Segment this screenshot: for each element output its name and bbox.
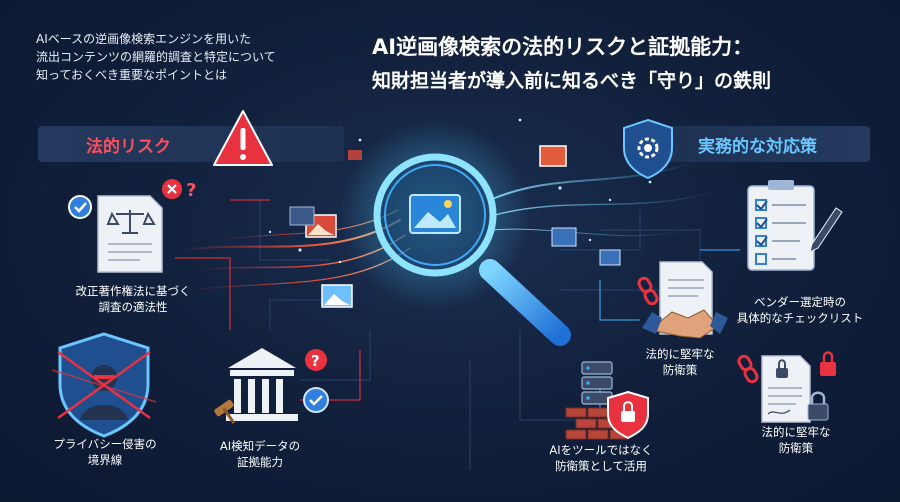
risk-item-evidence: AI検知データの 証拠能力 [200,438,320,470]
action-item-defense-2-line-1: 法的に堅牢な [761,425,831,439]
action-item-defense-2: 法的に堅牢な 防衛策 [736,424,856,456]
risk-item-privacy: プライバシー侵害の 境界線 [40,436,170,468]
action-item-ai-defense-line-1: AIをツールではなく [549,443,653,457]
risk-banner-label: 法的リスク [86,136,171,157]
action-item-vendor-checklist-line-1: ベンダー選定時の [754,295,846,309]
intro-line-3: 知っておくべき重要なポイントとは [36,68,228,82]
page-title: AI逆画像検索の法的リスクと証拠能力： 知財担当者が導入前に知るべき「守り」の鉄… [372,30,771,98]
intro-text: AIベースの逆画像検索エンジンを用いた 流出コンテンツの網羅的調査と特定について… [36,30,336,84]
risk-item-evidence-line-1: AI検知データの [219,439,301,453]
intro-line-2: 流出コンテンツの網羅的調査と特定について [36,50,276,64]
action-item-defense-2-line-2: 防衛策 [778,441,814,455]
risk-item-evidence-line-2: 証拠能力 [237,455,283,469]
action-item-defense-1: 法的に堅牢な 防衛策 [620,346,740,378]
risk-banner: 法的リスク [38,126,344,162]
action-item-ai-defense-line-2: 防衛策として活用 [555,459,647,473]
risk-item-privacy-line-1: プライバシー侵害の [53,437,157,451]
title-line-1: AI逆画像検索の法的リスクと証拠能力： [372,35,754,59]
risk-item-copyright-line-2: 調査の適法性 [98,300,168,314]
intro-line-1: AIベースの逆画像検索エンジンを用いた [36,32,252,46]
title-line-2: 知財担当者が導入前に知るべき「守り」の鉄則 [372,70,772,92]
action-banner: 実務的な対応策 [640,126,870,162]
action-item-ai-defense: AIをツールではなく 防衛策として活用 [536,442,666,474]
risk-item-copyright-line-1: 改正著作権法に基づく [75,284,191,298]
action-item-defense-1-line-2: 防衛策 [662,363,698,377]
action-item-vendor-checklist-line-2: 具体的なチェックリスト [736,311,864,325]
action-banner-label: 実務的な対応策 [698,136,817,157]
risk-item-privacy-line-2: 境界線 [87,453,123,467]
risk-item-copyright: 改正著作権法に基づく 調査の適法性 [58,283,208,315]
action-item-defense-1-line-1: 法的に堅牢な [645,347,715,361]
action-item-vendor-checklist: ベンダー選定時の 具体的なチェックリスト [730,294,870,326]
